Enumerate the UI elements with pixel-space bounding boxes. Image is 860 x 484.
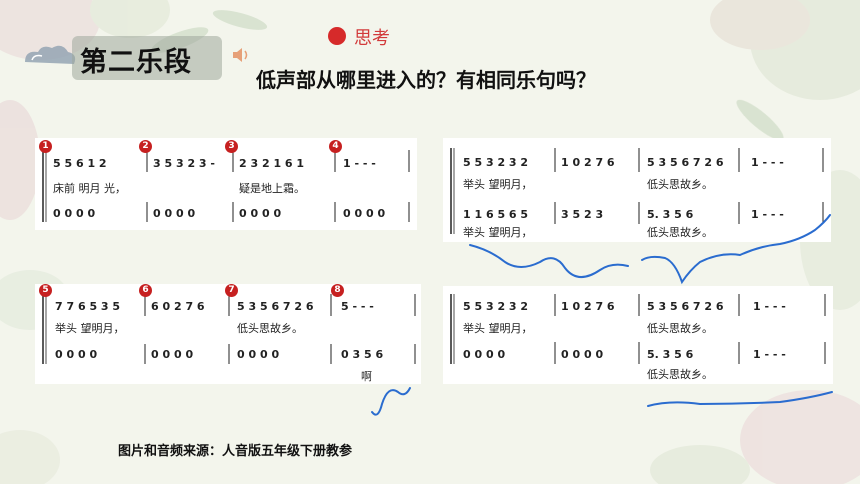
svg-text:5 - - -: 5 - - - <box>341 300 374 313</box>
svg-text:低头思故乡。: 低头思故乡。 <box>237 321 303 335</box>
phrase-badge: 3 <box>225 140 238 153</box>
svg-text:5. 3 5 6: 5. 3 5 6 <box>647 208 694 221</box>
phrase-badge: 2 <box>139 140 152 153</box>
svg-text:2 3 2 1 6 1: 2 3 2 1 6 1 <box>239 157 304 170</box>
svg-text:0 0 0 0: 0 0 0 0 <box>561 348 603 361</box>
svg-text:5 5 3 2 3 2: 5 5 3 2 3 2 <box>463 156 528 169</box>
speaker-icon[interactable] <box>230 44 252 66</box>
svg-text:1 0 2 7 6: 1 0 2 7 6 <box>561 300 615 313</box>
svg-text:5 5 3 2 3 2: 5 5 3 2 3 2 <box>463 300 528 313</box>
think-label: 思考 <box>354 28 390 49</box>
svg-text:3 5 3 2 3 -: 3 5 3 2 3 - <box>153 157 215 170</box>
svg-text:1 - - -: 1 - - - <box>751 156 784 169</box>
phrase-badge: 4 <box>329 140 342 153</box>
svg-text:1 1 6 5 6 5: 1 1 6 5 6 5 <box>463 208 528 221</box>
phrase-badge: 7 <box>225 284 238 297</box>
svg-text:疑是地上霜。: 疑是地上霜。 <box>239 182 305 195</box>
svg-text:低头思故乡。: 低头思故乡。 <box>647 225 713 239</box>
score-notation: 7 7 6 5 3 5 6 0 2 7 6 5 3 5 6 7 2 6 5 - … <box>42 294 416 383</box>
score-card-2: 5 5 3 2 3 2 1 0 2 7 6 5 3 5 6 7 2 6 1 - … <box>443 138 831 242</box>
svg-text:1 - - -: 1 - - - <box>343 157 376 170</box>
svg-text:低头思故乡。: 低头思故乡。 <box>647 321 713 335</box>
phrase-badge: 8 <box>331 284 344 297</box>
phrase-badge: 1 <box>39 140 52 153</box>
svg-text:低头思故乡。: 低头思故乡。 <box>647 367 713 381</box>
score-card-3: 7 7 6 5 3 5 6 0 2 7 6 5 3 5 6 7 2 6 5 - … <box>35 284 421 384</box>
svg-text:1 - - -: 1 - - - <box>751 208 784 221</box>
page-title: 第二乐段 <box>80 47 192 78</box>
question-text: 低声部从哪里进入的？有相同乐句吗？ <box>256 68 596 92</box>
svg-text:0 0 0 0: 0 0 0 0 <box>55 348 97 361</box>
svg-text:举头 望明月，: 举头 望明月， <box>463 321 533 335</box>
svg-text:6 0 2 7 6: 6 0 2 7 6 <box>151 300 205 313</box>
score-card-4: 5 5 3 2 3 2 1 0 2 7 6 5 3 5 6 7 2 6 1 - … <box>443 286 833 384</box>
svg-text:5 3 5 6 7 2 6: 5 3 5 6 7 2 6 <box>647 300 724 313</box>
svg-text:0 0 0 0: 0 0 0 0 <box>237 348 279 361</box>
svg-text:0 0 0 0: 0 0 0 0 <box>53 207 95 220</box>
svg-text:0 0 0 0: 0 0 0 0 <box>151 348 193 361</box>
svg-text:3 5 2 3: 3 5 2 3 <box>561 208 603 221</box>
svg-text:0 0 0 0: 0 0 0 0 <box>153 207 195 220</box>
svg-text:举头 望明月，: 举头 望明月， <box>55 321 125 335</box>
svg-text:啊: 啊 <box>361 370 372 383</box>
svg-text:5 5 6 1 2: 5 5 6 1 2 <box>53 157 107 170</box>
score-notation: 5 5 3 2 3 2 1 0 2 7 6 5 3 5 6 7 2 6 1 - … <box>450 294 826 381</box>
svg-text:1 - - -: 1 - - - <box>753 348 786 361</box>
svg-text:0 0 0 0: 0 0 0 0 <box>239 207 281 220</box>
svg-text:举头 望明月，: 举头 望明月， <box>463 225 533 239</box>
svg-text:5 3 5 6 7 2 6: 5 3 5 6 7 2 6 <box>647 156 724 169</box>
svg-text:0 0 0 0: 0 0 0 0 <box>463 348 505 361</box>
phrase-badge: 5 <box>39 284 52 297</box>
score-card-1: 5 5 6 1 2 3 5 3 2 3 - 2 3 2 1 6 1 1 - - … <box>35 138 417 230</box>
source-caption: 图片和音频来源：人音版五年级下册教参 <box>118 444 353 459</box>
score-notation: 5 5 3 2 3 2 1 0 2 7 6 5 3 5 6 7 2 6 1 - … <box>450 148 824 239</box>
svg-text:床前 明月 光，: 床前 明月 光， <box>53 181 126 195</box>
svg-text:举头 望明月，: 举头 望明月， <box>463 177 533 191</box>
cloud-icon <box>25 45 76 64</box>
title-banner <box>72 36 222 80</box>
phrase-badge: 6 <box>139 284 152 297</box>
svg-text:1 0 2 7 6: 1 0 2 7 6 <box>561 156 615 169</box>
svg-text:7 7 6 5 3 5: 7 7 6 5 3 5 <box>55 300 120 313</box>
svg-text:5. 3 5 6: 5. 3 5 6 <box>647 348 694 361</box>
think-dot <box>328 27 346 45</box>
svg-text:5 3 5 6 7 2 6: 5 3 5 6 7 2 6 <box>237 300 314 313</box>
score-notation: 5 5 6 1 2 3 5 3 2 3 - 2 3 2 1 6 1 1 - - … <box>42 150 410 222</box>
svg-text:0 0 0 0: 0 0 0 0 <box>343 207 385 220</box>
svg-text:低头思故乡。: 低头思故乡。 <box>647 177 713 191</box>
svg-text:1 - - -: 1 - - - <box>753 300 786 313</box>
svg-text:0 3 5 6: 0 3 5 6 <box>341 348 383 361</box>
